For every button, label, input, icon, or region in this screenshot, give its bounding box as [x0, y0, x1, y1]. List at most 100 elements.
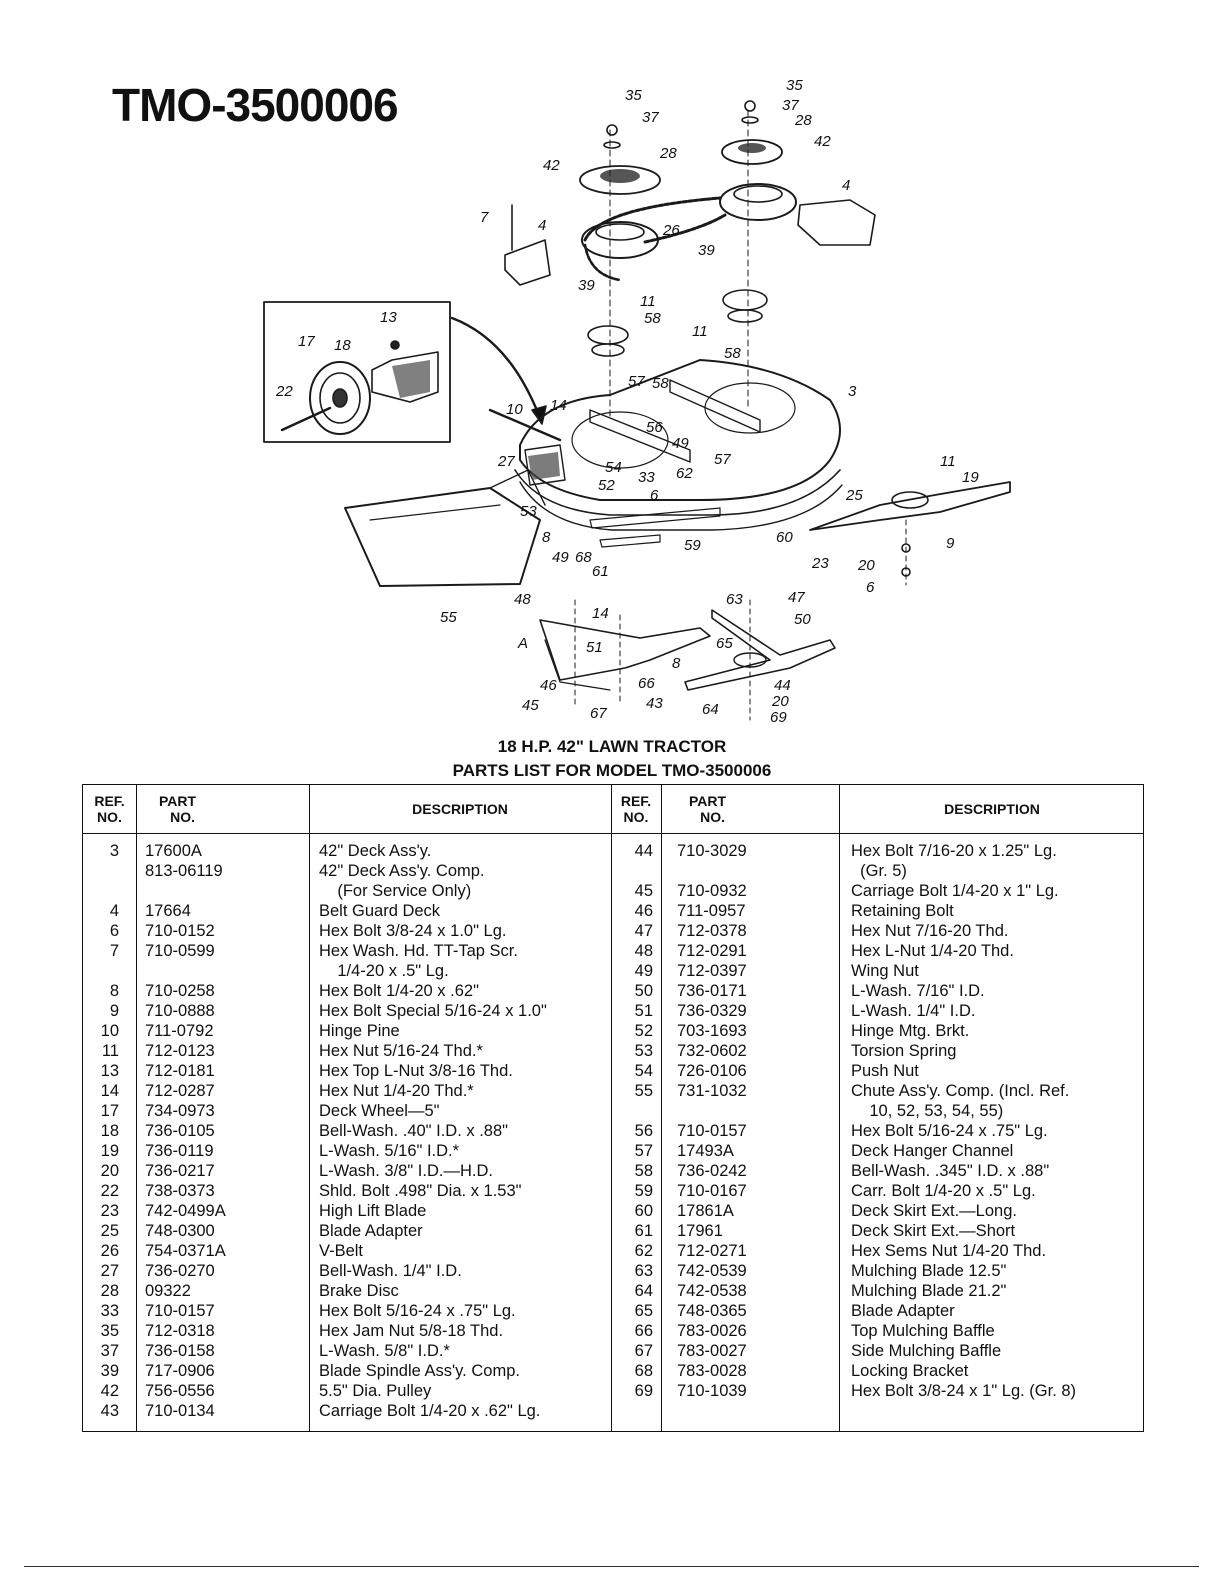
cell-part-no: 736-0158: [145, 1342, 215, 1360]
cell-part-no: 726-0106: [677, 1062, 747, 1080]
cell-ref-no: 66: [634, 1322, 653, 1340]
cell-ref-no: 60: [634, 1202, 653, 1220]
cell-description: Hex L-Nut 1/4-20 Thd.: [851, 942, 1014, 960]
cell-description: Bell-Wash. .345" I.D. x .88": [851, 1162, 1050, 1180]
callout-label: 42: [814, 133, 831, 150]
callout-label: 44: [774, 677, 791, 694]
cell-part-no: 710-0157: [145, 1302, 215, 1320]
cell-part-no: 17600A: [145, 842, 202, 860]
cell-description: Hinge Mtg. Brkt.: [851, 1022, 970, 1040]
callout-label: 37: [782, 97, 799, 114]
cell-description: Hex Bolt 5/16-24 x .75" Lg.: [319, 1302, 516, 1320]
cell-description: Deck Hanger Channel: [851, 1142, 1014, 1160]
callout-label: 17: [298, 333, 315, 350]
cell-description: Locking Bracket: [851, 1362, 969, 1380]
callout-label: 14: [592, 605, 609, 622]
cell-description: Belt Guard Deck: [319, 902, 441, 920]
cell-part-no: 710-1039: [677, 1382, 747, 1400]
cell-part-no: 09322: [145, 1282, 191, 1300]
callout-label: 65: [716, 635, 733, 652]
cell-description: L-Wash. 5/8" I.D.*: [319, 1342, 450, 1360]
callout-label: 47: [788, 589, 805, 606]
diagram-heading: 18 H.P. 42" LAWN TRACTOR: [497, 737, 727, 756]
cell-description: Hex Bolt 3/8-24 x 1.0" Lg.: [319, 922, 507, 940]
callout-label: 51: [586, 639, 603, 656]
column-divider: [661, 785, 662, 1431]
cell-ref-no: 68: [634, 1362, 653, 1380]
callout-label: 4: [842, 177, 850, 194]
cell-part-no: 710-0599: [145, 942, 215, 960]
cell-description: Bell-Wash. 1/4" I.D.: [319, 1262, 462, 1280]
cell-ref-no: 67: [634, 1342, 653, 1360]
cell-description: Chute Ass'y. Comp. (Incl. Ref.: [851, 1082, 1070, 1100]
cell-ref-no: 8: [109, 982, 119, 1000]
cell-part-no: 732-0602: [677, 1042, 747, 1060]
cell-description: (Gr. 5): [851, 862, 907, 880]
header-divider: [83, 833, 1143, 834]
cell-part-no: 712-0181: [145, 1062, 215, 1080]
callout-label: 50: [794, 611, 811, 628]
callout-label: 7: [480, 209, 489, 226]
cell-part-no: 736-0217: [145, 1162, 215, 1180]
cell-description: Hex Jam Nut 5/8-18 Thd.: [319, 1322, 504, 1340]
column-divider: [839, 785, 840, 1431]
callout-label: 58: [644, 310, 661, 327]
cell-description: Hex Sems Nut 1/4-20 Thd.: [851, 1242, 1047, 1260]
callout-label: 19: [962, 469, 979, 486]
cell-description: Hex Bolt 1/4-20 x .62": [319, 982, 479, 1000]
cell-ref-no: 57: [634, 1142, 653, 1160]
header-description: DESCRIPTION: [944, 801, 1040, 817]
callout-label: 13: [380, 309, 397, 326]
cell-ref-no: 14: [100, 1082, 119, 1100]
cell-part-no: 710-0152: [145, 922, 215, 940]
callout-label: 18: [334, 337, 351, 354]
cell-part-no: 717-0906: [145, 1362, 215, 1380]
cell-part-no: 731-1032: [677, 1082, 747, 1100]
cell-part-no: 783-0027: [677, 1342, 747, 1360]
cell-description: 10, 52, 53, 54, 55): [851, 1102, 1004, 1120]
callout-label: 28: [659, 145, 677, 162]
callout-label: 62: [676, 465, 693, 482]
cell-description: V-Belt: [319, 1242, 364, 1260]
cell-ref-no: 54: [634, 1062, 653, 1080]
callout-label: 35: [786, 77, 803, 94]
cell-description: Top Mulching Baffle: [851, 1322, 995, 1340]
cell-ref-no: 4: [109, 902, 119, 920]
cell-part-no: 712-0271: [677, 1242, 747, 1260]
cell-part-no: 742-0499A: [145, 1202, 226, 1220]
cell-part-no: 710-0888: [145, 1002, 215, 1020]
cell-ref-no: 33: [100, 1302, 119, 1320]
cell-part-no: 703-1693: [677, 1022, 747, 1040]
cell-description: 5.5" Dia. Pulley: [319, 1382, 432, 1400]
cell-part-no: 712-0123: [145, 1042, 215, 1060]
cell-ref-no: 49: [634, 962, 653, 980]
cell-description: L-Wash. 1/4" I.D.: [851, 1002, 976, 1020]
cell-ref-no: 56: [634, 1122, 653, 1140]
cell-description: Hinge Pine: [319, 1022, 400, 1040]
callout-label: 52: [598, 477, 615, 494]
cell-description: 42" Deck Ass'y.: [319, 842, 432, 860]
cell-ref-no: 61: [634, 1222, 653, 1240]
cell-part-no: 710-0258: [145, 982, 215, 1000]
cell-part-no: 736-0270: [145, 1262, 215, 1280]
callout-label: 43: [646, 695, 663, 712]
cell-ref-no: 59: [634, 1182, 653, 1200]
cell-ref-no: 28: [100, 1282, 119, 1300]
